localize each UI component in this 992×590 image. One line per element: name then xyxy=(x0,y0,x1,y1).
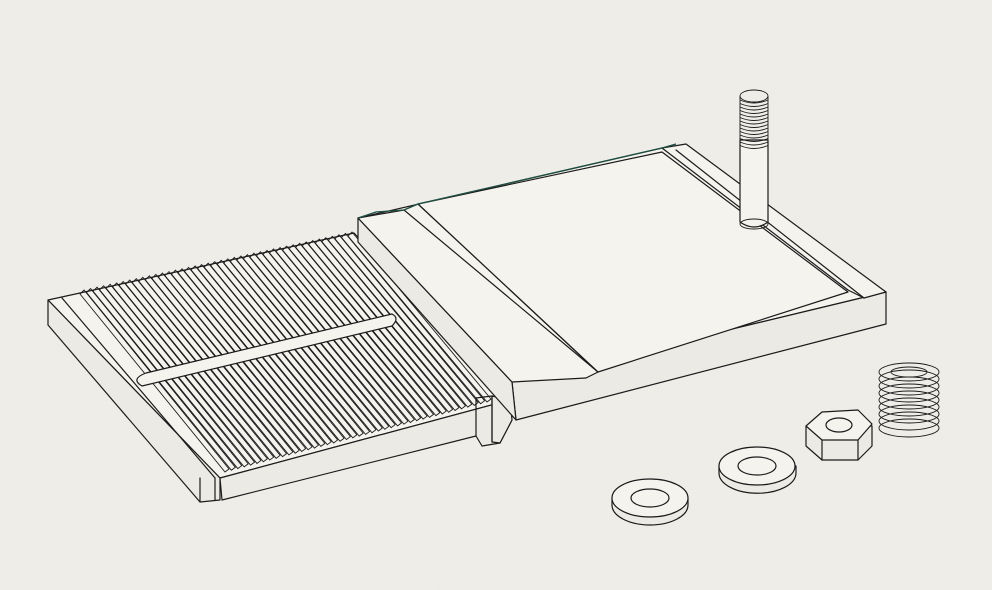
rib xyxy=(275,246,422,422)
thread-turn xyxy=(739,141,769,146)
top-plate-left-rail xyxy=(357,209,599,383)
spring-coil xyxy=(878,362,940,382)
rib xyxy=(236,255,384,432)
hex-nut-bore xyxy=(825,417,853,433)
rib xyxy=(262,249,409,425)
rib xyxy=(347,231,492,403)
rib xyxy=(99,285,249,468)
rib xyxy=(308,239,454,413)
rib xyxy=(118,280,268,463)
rib xyxy=(105,283,256,466)
rib xyxy=(164,270,313,451)
spring-coil xyxy=(878,418,940,438)
rib xyxy=(112,282,262,465)
thread-turn xyxy=(739,117,769,121)
rib xyxy=(223,258,371,436)
rib xyxy=(197,263,345,442)
thread-turn xyxy=(739,127,769,132)
top-plate-recess xyxy=(417,151,849,373)
rib xyxy=(210,261,358,439)
hex-nut xyxy=(805,409,873,461)
rib xyxy=(282,245,428,420)
rib xyxy=(268,248,415,424)
rib xyxy=(85,287,237,471)
thread-turn xyxy=(739,124,769,128)
spring-coil xyxy=(878,404,940,424)
rib xyxy=(170,269,320,449)
rib xyxy=(288,244,435,418)
rib xyxy=(334,234,479,407)
spring-inner xyxy=(890,366,928,378)
rib xyxy=(203,262,352,441)
rib xyxy=(242,253,390,430)
grooved-plate-left-side xyxy=(47,299,221,503)
rib xyxy=(340,232,486,405)
thread-turn xyxy=(739,134,769,139)
threaded-stud-shank xyxy=(739,139,769,228)
spring-coil xyxy=(878,390,940,410)
thread-turn xyxy=(739,106,769,111)
washer-1 xyxy=(611,478,689,526)
threaded-stud-threads xyxy=(739,89,769,149)
rib xyxy=(321,236,467,410)
thread-turn xyxy=(739,131,769,135)
top-plate-highlight-edge xyxy=(357,143,677,219)
rib xyxy=(138,276,288,458)
spring-coil xyxy=(878,397,940,417)
thread-turn xyxy=(739,113,769,118)
washer-2-hole xyxy=(737,456,777,476)
spring-coil xyxy=(878,411,940,431)
coil-spring xyxy=(878,362,940,438)
rib xyxy=(125,279,275,461)
rib xyxy=(183,266,332,446)
rib xyxy=(144,275,294,456)
rib xyxy=(229,256,377,434)
thread-turn xyxy=(739,99,769,104)
rib xyxy=(190,265,339,444)
rib xyxy=(177,268,326,448)
rib xyxy=(151,273,300,454)
rib xyxy=(157,272,307,453)
rib xyxy=(216,259,364,437)
rib xyxy=(314,238,460,412)
thread-turn xyxy=(739,110,769,114)
grooved-plate-center-slot xyxy=(136,313,397,387)
rib xyxy=(131,278,281,459)
rib xyxy=(79,289,230,473)
rib xyxy=(249,252,396,429)
grooved-plate-ribs xyxy=(79,231,492,473)
rib xyxy=(255,251,403,427)
grooved-plate xyxy=(47,231,513,503)
rib xyxy=(295,242,441,417)
spring-coil xyxy=(878,383,940,403)
thread-turn xyxy=(739,103,769,107)
thread-turn xyxy=(739,120,769,125)
rib xyxy=(301,241,447,415)
rib xyxy=(327,235,473,408)
thread-turn xyxy=(739,138,769,142)
spring-coil xyxy=(878,369,940,389)
top-plate xyxy=(357,143,887,421)
rib xyxy=(92,286,243,470)
washer-2 xyxy=(718,446,797,494)
threaded-stud xyxy=(739,89,769,230)
thread-turn xyxy=(739,145,769,149)
washer-1-hole xyxy=(630,488,670,508)
